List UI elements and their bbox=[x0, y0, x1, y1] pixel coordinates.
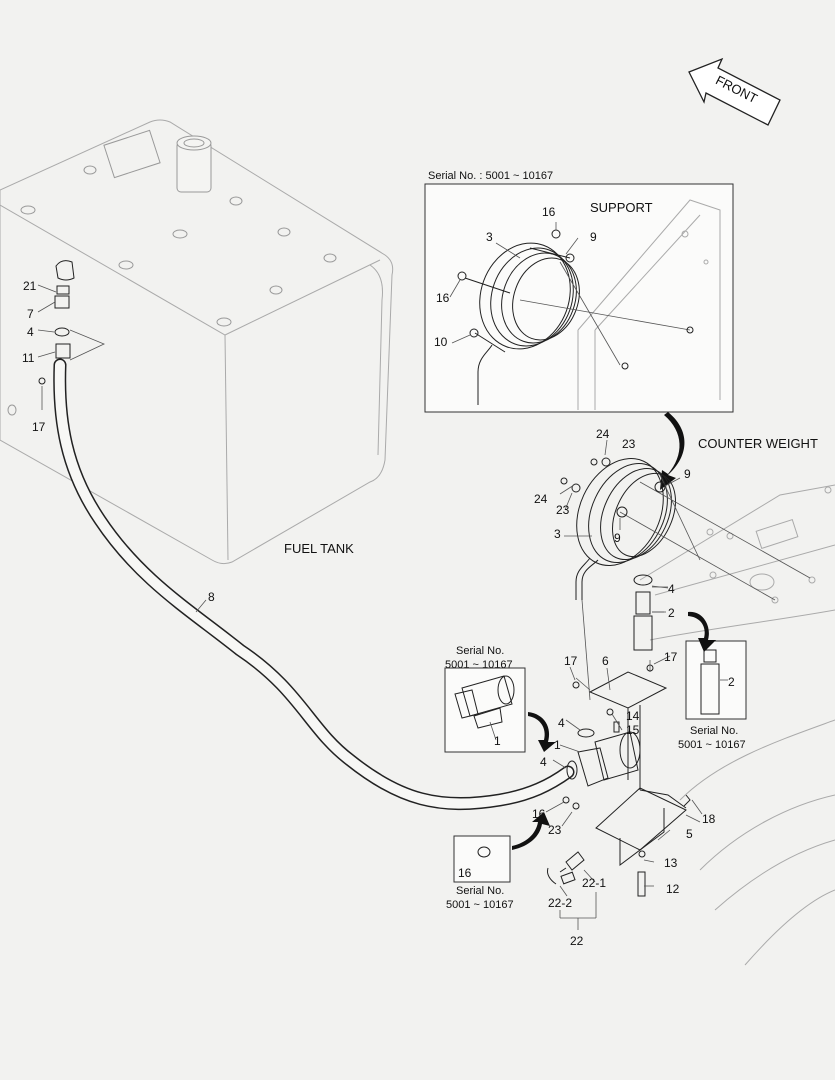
callout-2: 2 bbox=[668, 606, 675, 620]
callout-3: 3 bbox=[486, 230, 493, 244]
leader-lines bbox=[37, 284, 701, 930]
support-serial-label: Serial No. : 5001 ~ 10167 bbox=[428, 170, 553, 182]
callout-13: 13 bbox=[664, 856, 678, 870]
fuel-tank: FUEL TANK bbox=[0, 119, 394, 565]
washer-inset: Serial No. 5001 ~ 10167 bbox=[446, 812, 550, 911]
callout-1: 1 bbox=[554, 738, 561, 752]
callout-24: 24 bbox=[596, 427, 610, 441]
callout-10: 10 bbox=[434, 335, 448, 349]
tank-fitting-assembly bbox=[38, 260, 105, 385]
counter-weight-label: COUNTER WEIGHT bbox=[698, 436, 818, 451]
callout-16: 16 bbox=[458, 866, 472, 880]
callout-22: 22 bbox=[570, 934, 584, 948]
pump-inset: Serial No. 5001 ~ 10167 bbox=[444, 645, 556, 753]
callout-8: 8 bbox=[208, 590, 215, 604]
support-pointer bbox=[660, 412, 685, 490]
callout-4: 4 bbox=[540, 755, 547, 769]
callout-3: 3 bbox=[554, 527, 561, 541]
support-inset: Serial No. : 5001 ~ 10167 SUPPORT bbox=[424, 170, 734, 413]
callout-9: 9 bbox=[590, 230, 597, 244]
callout-9: 9 bbox=[614, 531, 621, 545]
counter-weight: COUNTER WEIGHT bbox=[639, 436, 835, 966]
callout-6: 6 bbox=[602, 654, 609, 668]
callout-17: 17 bbox=[32, 420, 46, 434]
support-coil bbox=[479, 242, 580, 350]
callout-5: 5 bbox=[686, 827, 693, 841]
front-direction-arrow: FRONT bbox=[688, 57, 781, 126]
fuel-hose bbox=[53, 358, 575, 811]
callout-18: 18 bbox=[702, 812, 716, 826]
callout-7: 7 bbox=[27, 307, 34, 321]
washer-serial-title: Serial No. bbox=[456, 885, 504, 897]
callout-23: 23 bbox=[548, 823, 562, 837]
callout-15: 15 bbox=[626, 723, 640, 737]
callout-24: 24 bbox=[534, 492, 548, 506]
callout-16: 16 bbox=[532, 807, 546, 821]
pump-serial-title: Serial No. bbox=[456, 645, 504, 657]
hose-serial-range: 5001 ~ 10167 bbox=[678, 739, 746, 751]
cooling-coil bbox=[559, 439, 811, 701]
callout-1: 1 bbox=[494, 734, 501, 748]
callout-4: 4 bbox=[27, 325, 34, 339]
callout-17: 17 bbox=[664, 650, 678, 664]
callout-4: 4 bbox=[668, 582, 675, 596]
sensor-22 bbox=[547, 851, 585, 885]
callout-16: 16 bbox=[436, 291, 450, 305]
callout-23: 23 bbox=[556, 503, 570, 517]
fuel-tank-label: FUEL TANK bbox=[284, 541, 354, 556]
washer-serial-range: 5001 ~ 10167 bbox=[446, 899, 514, 911]
hose-serial-title: Serial No. bbox=[690, 725, 738, 737]
callout-14: 14 bbox=[626, 709, 640, 723]
callout-17: 17 bbox=[564, 654, 578, 668]
callout-21: 21 bbox=[23, 279, 37, 293]
callout-numbers: 21 7 4 11 17 16 3 9 16 10 24 23 9 24 23 … bbox=[22, 205, 735, 948]
pump-1 bbox=[566, 708, 641, 787]
bracket-5 bbox=[562, 787, 703, 897]
callout-22-2: 22-2 bbox=[548, 896, 572, 910]
callout-9: 9 bbox=[684, 467, 691, 481]
callout-11: 11 bbox=[22, 351, 35, 365]
callout-22-1: 22-1 bbox=[582, 876, 606, 890]
support-label: SUPPORT bbox=[590, 200, 653, 215]
hose-inset: Serial No. 5001 ~ 10167 bbox=[678, 611, 747, 751]
hose-fitting-2 bbox=[633, 574, 668, 651]
callout-12: 12 bbox=[666, 882, 680, 896]
callout-16: 16 bbox=[542, 205, 556, 219]
callout-4: 4 bbox=[558, 716, 565, 730]
callout-2: 2 bbox=[728, 675, 735, 689]
callout-23: 23 bbox=[622, 437, 636, 451]
